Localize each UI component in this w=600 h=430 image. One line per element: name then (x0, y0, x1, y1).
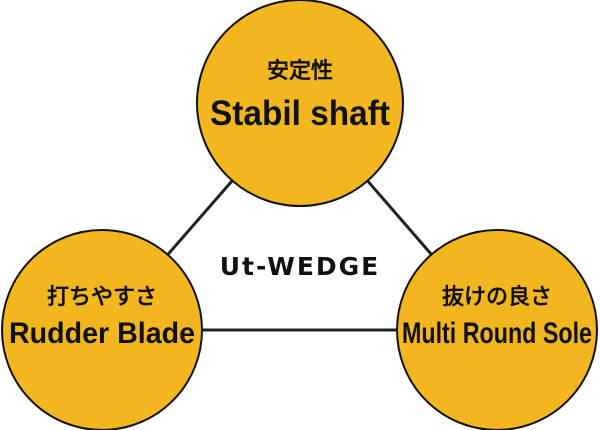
node-top-circle (196, 0, 404, 207)
node-top: 安定性 Stabil shaft (196, 0, 404, 207)
node-right-en-label: Multi Round Sole (402, 317, 592, 350)
node-left: 打ちやすさ Rudder Blade (1, 229, 203, 430)
node-left-en-label: Rudder Blade (9, 317, 195, 350)
node-top-en-label: Stabil shaft (210, 94, 390, 133)
center-label: Ut-WEDGE (220, 252, 381, 281)
node-left-jp-label: 打ちやすさ (47, 285, 157, 310)
node-right: 抜けの良さ Multi Round Sole (396, 229, 598, 430)
node-top-jp-label: 安定性 (267, 58, 333, 84)
node-left-circle (1, 229, 203, 430)
node-right-circle (396, 229, 598, 430)
node-right-jp-label: 抜けの良さ (442, 284, 552, 310)
